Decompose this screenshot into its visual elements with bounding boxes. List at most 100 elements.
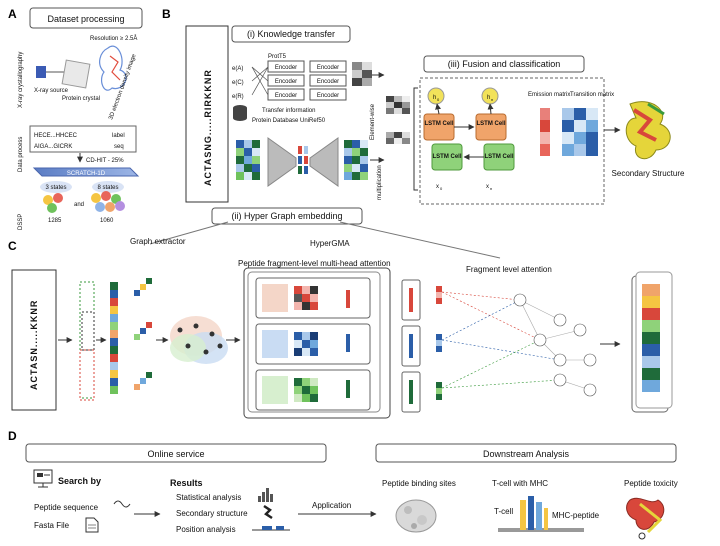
xray-source-icon [36,66,46,78]
cnn-bottleneck [298,146,308,174]
search-by-label: Search by [58,476,101,486]
statistical-label: Statistical analysis [176,493,241,502]
emission-matrix [540,108,550,156]
final-representation [631,271,673,413]
secondary-structure-label: Secondary Structure [612,169,685,178]
panel-letter-b: B [162,7,171,21]
and-label: and [74,202,84,208]
fragment-snippets [134,278,152,390]
transition-matrix [562,108,598,156]
fragment-attention-graph [441,291,597,397]
cnn-encoder-shape [267,137,297,187]
results-label: Results [170,478,203,488]
hypergma-label: HyperGMA [310,239,350,248]
helix-icon [263,504,273,520]
sequence-wave-icon [113,500,131,508]
kt-cross-lines [251,66,269,96]
svg-text:x: x [436,184,439,190]
panel-b: B ACTASNG.....RIRKKNR (i) Knowledge tran… [162,7,685,225]
states8-label: 8 states [97,185,118,191]
online-service-box [25,443,327,463]
graph-embedding-grid [236,140,260,180]
sequence-box-b [185,25,229,203]
fusion-title: (iii) Fusion and classification [448,59,561,69]
tcell-mhc-label: T-cell with MHC [492,479,548,488]
hyper-title: (ii) Hyper Graph embedding [231,211,342,221]
elementwise-label: Element-wise [370,103,376,140]
graph-extractor-label: Graph extractor [130,237,186,246]
svg-text:Encoder: Encoder [275,65,297,71]
fusion-title-box [423,55,585,73]
multiplication-label: multiplication [377,165,383,200]
count3-label: 1285 [48,218,62,224]
svg-text:n: n [490,186,492,191]
peptide-attention-label: Peptide fragment-level multi-head attent… [238,259,391,268]
count8-label: 1060 [100,218,114,224]
sequence-c: ACTASN.....KKNR [29,300,39,390]
cdhit-label: CD-HIT - 25% [86,158,124,164]
panel-letter-d: D [8,429,17,443]
fragment-vectors [436,286,442,400]
states3-icon [43,193,63,213]
data-process-label: Data process [18,137,24,172]
svg-text:n: n [491,97,493,102]
head-outputs [401,279,421,413]
panel-a: A Dataset processing Resolution ≥ 2.5Å X… [8,7,143,230]
sequence-box-c [11,269,57,411]
seq-line-1: HECE...HHCEC [34,133,78,139]
database-icon [233,105,247,121]
sequence-box [29,125,137,153]
application-label: Application [312,501,351,510]
lstm-cell-fwd-n [475,113,507,141]
panel-letter-a: A [8,7,17,21]
toxicity-image [626,497,665,540]
transition-label: Transition matrix [570,92,614,98]
prott5-label: ProtT5 [268,54,287,60]
svg-text:0: 0 [437,97,440,102]
scratch-label: SCRATCH-1D [67,171,106,177]
fusion-bracket-left [413,87,418,191]
panel-c: C Graph extractor HyperGMA Peptide fragm… [8,221,673,419]
dataset-title: Dataset processing [47,14,124,24]
states8-icon [91,191,125,212]
fragment-windows [79,281,95,401]
attention-head-2 [255,323,371,365]
secondary-structure-result: Secondary structure [176,509,248,518]
attention-head-3 [255,369,371,411]
density-image-icon [99,45,127,91]
secondary-structure-image [625,101,671,160]
xray-label: X-ray crystallography [18,52,24,108]
svg-text:Encoder: Encoder [275,93,297,99]
position-label: Position analysis [176,525,236,534]
lstm-cell-fwd-0 [423,113,455,141]
svg-text:Encoder: Encoder [275,79,297,85]
position-track-icon [252,526,290,531]
fragment-attention-label: Fragment level attention [466,265,552,274]
toxicity-label: Peptide toxicity [624,479,678,488]
eC-label: e(C) [232,80,244,86]
svg-text:LSTM Cell: LSTM Cell [484,154,513,160]
online-service-label: Online service [147,449,204,459]
svg-text:LSTM Cell: LSTM Cell [476,121,505,127]
dataset-title-box [29,7,143,29]
panel-letter-c: C [8,239,17,253]
binding-sites-image [395,499,437,533]
seq-line-2: AIGA...GICRK [34,144,72,150]
tcell-label: T-cell [494,507,513,516]
hypergraph-icon [170,316,228,364]
eR-label: e(R) [232,94,244,100]
emission-label: Emission matrix [528,92,570,98]
mhc-peptide-label: MHC-peptide [552,511,600,520]
downstream-box [375,443,677,463]
uniref-label: Protein Database UniRef50 [252,118,326,124]
bar-chart-icon [258,488,273,502]
svg-text:Encoder: Encoder [317,79,339,85]
states3-label: 3 states [45,185,66,191]
svg-text:h: h [487,95,490,101]
density-label: 3D electron density image [108,53,138,121]
fasta-file-label: Fasta File [34,521,70,530]
seq-label-seq: seq [114,144,124,150]
dssp-label: DSSP [18,214,24,230]
file-icon [85,517,99,533]
